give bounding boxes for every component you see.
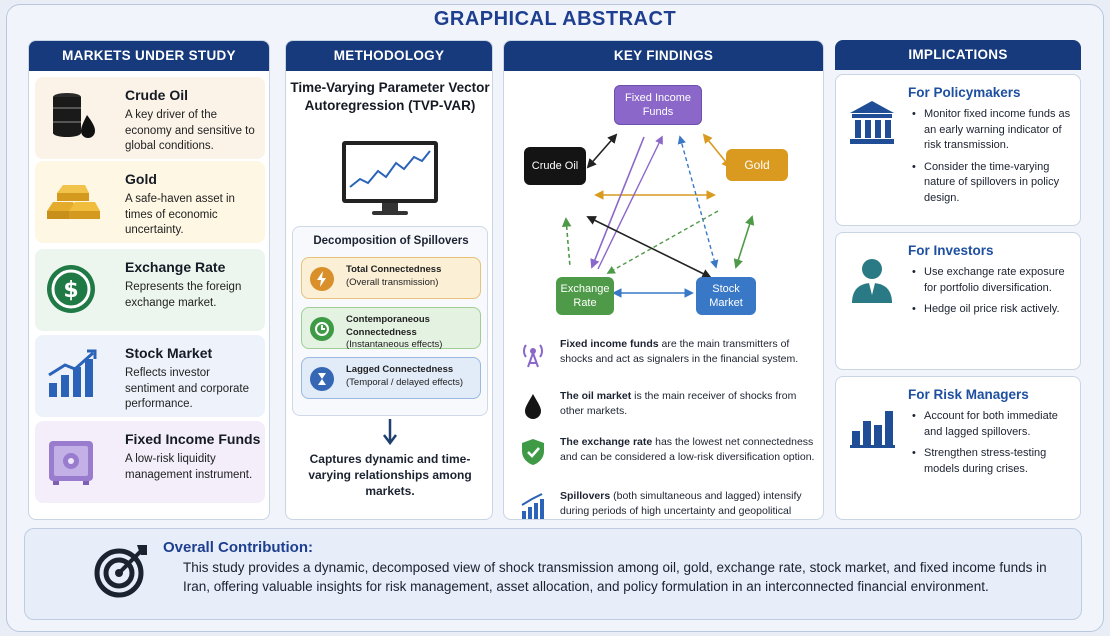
down-arrow-icon bbox=[383, 419, 397, 446]
findings-header: KEY FINDINGS bbox=[504, 41, 823, 71]
bullet: Monitor fixed income funds as an early w… bbox=[910, 107, 1078, 154]
bullet: Use exchange rate exposure for portfolio… bbox=[910, 265, 1078, 296]
rising-bars-icon bbox=[521, 493, 544, 519]
spillover-network-diagram bbox=[561, 133, 755, 298]
bar-graph-icon bbox=[850, 411, 895, 448]
overall-contribution: Overall Contribution: This study provide… bbox=[24, 528, 1082, 620]
market-name: Gold bbox=[125, 171, 157, 187]
market-exchange-rate: $ Exchange Rate Represents the foreign e… bbox=[35, 249, 265, 331]
finding-bold: Fixed income funds bbox=[560, 338, 659, 350]
finding-bold: Spillovers bbox=[560, 490, 611, 502]
market-fixed-income: Fixed Income Funds A low-risk liquidity … bbox=[35, 421, 265, 503]
edge-gold-stock bbox=[733, 215, 755, 269]
broadcast-icon bbox=[523, 344, 543, 368]
contemporaneous-connectedness: Contemporaneous Connectedness(Instantane… bbox=[301, 307, 481, 350]
edge-fixed-oil bbox=[586, 133, 618, 169]
pill-sub: (Temporal / delayed effects) bbox=[346, 376, 464, 388]
market-name: Exchange Rate bbox=[125, 259, 226, 275]
edge-gold-exchange bbox=[606, 210, 719, 274]
lagged-connectedness: Lagged Connectedness(Temporal / delayed … bbox=[301, 357, 481, 399]
implications-header: IMPLICATIONS bbox=[835, 40, 1081, 70]
government-building-icon bbox=[850, 101, 894, 144]
market-crude-oil: Crude Oil A key driver of the economy an… bbox=[35, 77, 265, 159]
finding-rest: has the lowest net connectedness and can… bbox=[560, 436, 815, 463]
card-risk-managers: For Risk Managers Account for both immed… bbox=[835, 376, 1081, 520]
decomposition-title: Decomposition of Spillovers bbox=[313, 235, 469, 247]
finding-transmitters: Fixed income funds are the main transmit… bbox=[512, 335, 812, 387]
edge-fixed-stock bbox=[677, 135, 719, 269]
finding-spillovers: Spillovers (both simultaneous and lagged… bbox=[512, 487, 812, 519]
pill-title: Lagged Connectedness bbox=[346, 364, 454, 375]
markets-column: MARKETS UNDER STUDY Crude Oil A key driv… bbox=[28, 40, 270, 520]
investor-person-icon bbox=[852, 259, 892, 303]
findings-column: KEY FINDINGS Fixed Income Funds Crude Oi… bbox=[503, 40, 824, 520]
pill-title: Contemporaneous Connectedness bbox=[346, 314, 430, 338]
bullet: Hedge oil price risk actively. bbox=[910, 302, 1078, 318]
contribution-title: Overall Contribution: bbox=[163, 539, 313, 556]
oil-barrel-icon bbox=[53, 93, 95, 138]
safe-icon bbox=[49, 441, 93, 485]
finding-bold: The oil market bbox=[560, 390, 632, 402]
lightning-icon bbox=[310, 267, 334, 291]
target-icon bbox=[94, 545, 147, 598]
finding-rest: are the main transmitters of shocks and … bbox=[560, 338, 799, 365]
node-stock-market: Stock Market bbox=[696, 277, 756, 315]
node-exchange-rate: Exchange Rate bbox=[556, 277, 614, 315]
node-fixed-income: Fixed Income Funds bbox=[614, 85, 702, 125]
market-desc: A safe-haven asset in times of economic … bbox=[125, 193, 235, 236]
market-gold: Gold A safe-haven asset in times of econ… bbox=[35, 161, 265, 243]
market-desc: Reflects investor sentiment and corporat… bbox=[125, 367, 250, 410]
market-desc: A key driver of the economy and sensitiv… bbox=[125, 109, 255, 152]
hourglass-icon bbox=[310, 367, 334, 391]
model-name: Time-Varying Parameter Vector Autoregres… bbox=[290, 80, 490, 113]
markets-header: MARKETS UNDER STUDY bbox=[29, 41, 269, 71]
methodology-header: METHODOLOGY bbox=[286, 41, 492, 71]
oil-drop-icon bbox=[525, 394, 541, 419]
card-bullets: Account for both immediate and lagged sp… bbox=[910, 409, 1078, 483]
gold-bars-icon bbox=[47, 185, 100, 219]
edge-oil-exchange bbox=[561, 217, 572, 268]
contribution-text: This study provides a dynamic, decompose… bbox=[183, 560, 1047, 594]
svg-text:$: $ bbox=[63, 278, 78, 303]
decomposition-box: Decomposition of Spillovers Total Connec… bbox=[292, 226, 488, 416]
dollar-coin-icon: $ bbox=[47, 265, 95, 313]
methodology-column: METHODOLOGY Time-Varying Parameter Vecto… bbox=[285, 40, 493, 520]
card-bullets: Use exchange rate exposure for portfolio… bbox=[910, 265, 1078, 324]
node-gold: Gold bbox=[726, 149, 788, 181]
pill-sub: (Overall transmission) bbox=[346, 276, 439, 288]
bar-chart-up-icon bbox=[48, 349, 97, 397]
page-title: GRAPHICAL ABSTRACT bbox=[433, 8, 677, 30]
finding-oil-receiver: The oil market is the main receiver of s… bbox=[512, 387, 812, 439]
pill-sub: (Instantaneous effects) bbox=[346, 339, 443, 350]
bullet: Consider the time-varying nature of spil… bbox=[910, 160, 1078, 207]
implications-column: IMPLICATIONS For Policymakers Monitor fi… bbox=[835, 40, 1081, 520]
market-desc: Represents the foreign exchange market. bbox=[125, 281, 242, 309]
total-connectedness: Total Connectedness(Overall transmission… bbox=[301, 257, 481, 299]
finding-rest: (both simultaneous and lagged) intensify… bbox=[560, 490, 802, 517]
card-bullets: Monitor fixed income funds as an early w… bbox=[910, 107, 1078, 212]
node-crude-oil: Crude Oil bbox=[524, 147, 586, 185]
captures-text: Captures dynamic and time-varying relati… bbox=[308, 452, 472, 498]
bullet: Account for both immediate and lagged sp… bbox=[910, 409, 1078, 440]
market-name: Crude Oil bbox=[125, 87, 189, 103]
card-title: For Policymakers bbox=[908, 85, 1021, 100]
market-name: Fixed Income Funds bbox=[125, 431, 261, 447]
market-name: Stock Market bbox=[125, 345, 213, 361]
finding-bold: The exchange rate bbox=[560, 436, 653, 448]
pill-title: Total Connectedness bbox=[346, 264, 442, 275]
market-stock-market: Stock Market Reflects investor sentiment… bbox=[35, 335, 265, 417]
card-title: For Risk Managers bbox=[908, 387, 1029, 402]
monitor-chart-icon bbox=[342, 141, 438, 215]
shield-check-icon bbox=[522, 439, 544, 465]
finding-rest: is the main receiver of shocks from othe… bbox=[560, 390, 797, 417]
card-investors: For Investors Use exchange rate exposure… bbox=[835, 232, 1081, 370]
edge-fixed-exchange bbox=[590, 136, 645, 269]
card-title: For Investors bbox=[908, 243, 994, 258]
bullet: Strengthen stress-testing models during … bbox=[910, 446, 1078, 477]
finding-exchange-rate: The exchange rate has the lowest net con… bbox=[512, 433, 815, 485]
market-desc: A low-risk liquidity management instrume… bbox=[125, 453, 253, 481]
clock-icon bbox=[310, 317, 334, 341]
edge-oil-stock bbox=[586, 216, 712, 278]
card-policymakers: For Policymakers Monitor fixed income fu… bbox=[835, 74, 1081, 226]
